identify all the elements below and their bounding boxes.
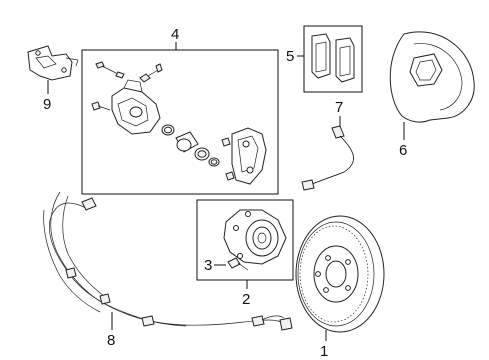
hub-assembly (223, 209, 287, 271)
brake-rotor (295, 215, 385, 333)
callout-5: 5 (286, 48, 294, 65)
callout-2: 2 (242, 291, 250, 308)
splash-shield (389, 31, 475, 123)
brake-pads (311, 33, 355, 83)
callout-4: 4 (171, 26, 179, 43)
sensor-harness (43, 191, 293, 331)
callout-1: 1 (320, 343, 328, 360)
callout-8: 8 (107, 332, 115, 349)
callout-6: 6 (399, 142, 407, 159)
brake-hose (301, 125, 354, 191)
callout-7: 7 (335, 99, 343, 116)
pads-group-box (303, 25, 363, 93)
bracket-part (27, 45, 79, 81)
caliper-group-box (81, 49, 279, 195)
callout-9: 9 (43, 96, 51, 113)
caliper-parts (91, 61, 267, 185)
hub-group-box (196, 199, 294, 281)
callout-3: 3 (204, 257, 212, 274)
